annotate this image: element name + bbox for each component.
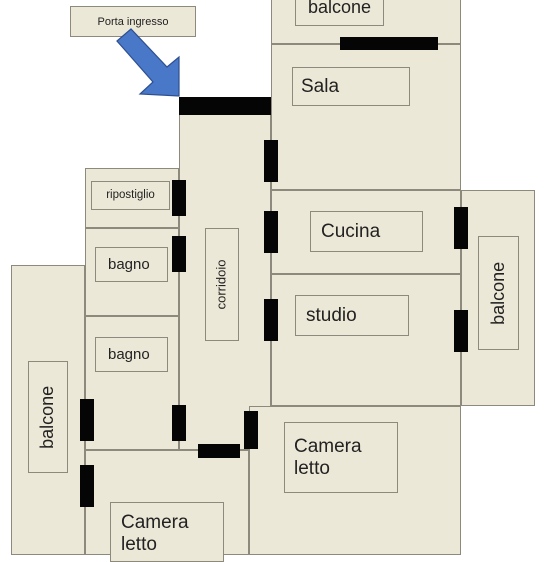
room-studio bbox=[271, 274, 461, 406]
label-corridoio: corridoio bbox=[205, 228, 239, 341]
room-sala bbox=[271, 44, 461, 190]
label-studio: studio bbox=[295, 295, 409, 336]
door-balcone-left bbox=[80, 399, 94, 441]
door-entrance bbox=[179, 97, 271, 115]
door-camera-1 bbox=[198, 444, 240, 458]
label-balcone-left: balcone bbox=[28, 361, 68, 473]
door-bagno-1 bbox=[172, 236, 186, 272]
entrance-callout: Porta ingresso bbox=[70, 6, 196, 37]
door-bagno-2 bbox=[172, 405, 186, 441]
label-bagno-1: bagno bbox=[95, 247, 168, 282]
label-camera-1: Camera letto bbox=[110, 502, 224, 562]
label-sala: Sala bbox=[292, 67, 410, 106]
label-balcone-top: balcone bbox=[295, 0, 384, 26]
label-cucina: Cucina bbox=[310, 211, 423, 252]
door-cucina bbox=[264, 211, 278, 253]
label-balcone-right: balcone bbox=[478, 236, 519, 350]
door-camera-1-balcone bbox=[80, 465, 94, 507]
label-camera-2: Camera letto bbox=[284, 422, 398, 493]
door-balcone-top bbox=[340, 37, 438, 50]
label-bagno-2: bagno bbox=[95, 337, 168, 372]
door-studio bbox=[264, 299, 278, 341]
door-camera-2 bbox=[244, 411, 258, 449]
arrow-shape bbox=[116, 28, 180, 97]
label-ripostiglio: ripostiglio bbox=[91, 181, 170, 210]
door-sala bbox=[264, 140, 278, 182]
door-ripostiglio bbox=[172, 180, 186, 216]
door-balcone-right-1 bbox=[454, 207, 468, 249]
floor-plan: balcone Sala Cucina studio balcone ripos… bbox=[11, 0, 535, 562]
door-balcone-right-2 bbox=[454, 310, 468, 352]
